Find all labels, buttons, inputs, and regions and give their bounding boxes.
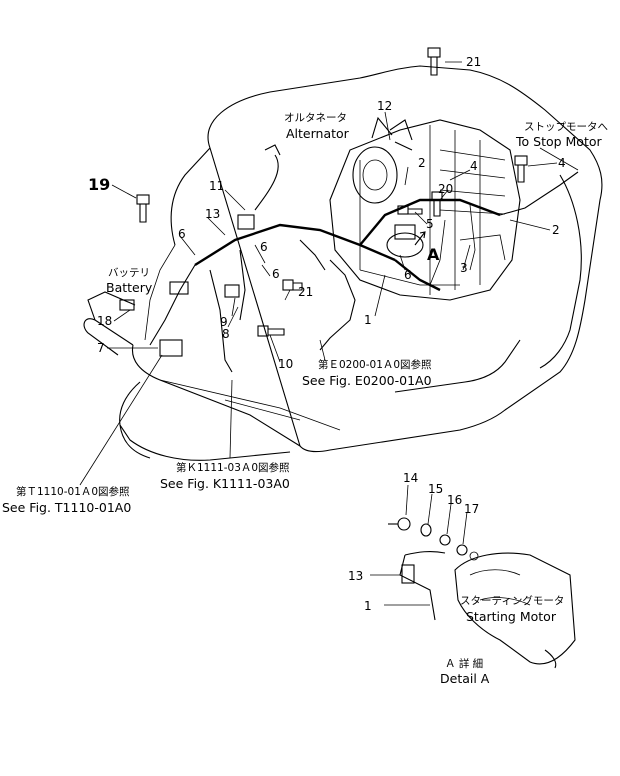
callout-21-top: 21 bbox=[466, 55, 481, 69]
callout-2-right: 2 bbox=[552, 223, 560, 237]
callout-4-left: 4 bbox=[470, 159, 478, 173]
stop-motor-label-en: To Stop Motor bbox=[515, 134, 603, 149]
machine-body-outline bbox=[83, 65, 603, 461]
callout-15: 15 bbox=[428, 482, 443, 496]
callout-1: 1 bbox=[364, 313, 372, 327]
text-labels: オルタネータ Alternator ストップモータへ To Stop Motor… bbox=[2, 112, 608, 686]
bolts bbox=[136, 47, 528, 337]
callout-18: 18 bbox=[97, 314, 112, 328]
callout-13: 13 bbox=[205, 207, 220, 221]
stop-motor-label-jp: ストップモータへ bbox=[524, 121, 608, 133]
battery-label-jp: バッテリ bbox=[108, 267, 150, 279]
callout-A: A bbox=[427, 245, 440, 264]
wiring-harness bbox=[119, 144, 579, 373]
callout-17: 17 bbox=[464, 502, 479, 516]
callout-8: 8 bbox=[222, 327, 230, 341]
callout-11: 11 bbox=[209, 179, 224, 193]
detail-label-jp: Ａ 詳 細 bbox=[445, 657, 483, 670]
callout-2-upper: 2 bbox=[418, 156, 426, 170]
callout-21-lower: 21 bbox=[298, 285, 313, 299]
callout-4-right: 4 bbox=[558, 156, 566, 170]
callout-6-mid: 6 bbox=[260, 240, 268, 254]
callout-1-detail: 1 bbox=[364, 599, 372, 613]
ref-k-label-jp: 第Ｋ1111-03Ａ0図参照 bbox=[176, 461, 290, 474]
alternator-label-jp: オルタネータ bbox=[284, 112, 347, 124]
callout-16: 16 bbox=[447, 493, 462, 507]
callout-6-left: 6 bbox=[178, 227, 186, 241]
starting-motor-label-en: Starting Motor bbox=[466, 609, 557, 624]
ref-t-label-en: See Fig. T1110-01A0 bbox=[2, 500, 131, 515]
alternator-label-en: Alternator bbox=[286, 126, 350, 141]
callout-10: 10 bbox=[278, 357, 293, 371]
ref-e-label-en: See Fig. E0200-01A0 bbox=[302, 373, 432, 388]
callout-6-engine: 6 bbox=[404, 268, 412, 282]
callout-14: 14 bbox=[403, 471, 418, 485]
callout-19: 19 bbox=[88, 175, 110, 194]
callout-3: 3 bbox=[460, 261, 468, 275]
ref-k-label-en: See Fig. K1111-03A0 bbox=[160, 476, 290, 491]
detail-label-en: Detail A bbox=[440, 671, 490, 686]
ref-t-label-jp: 第Ｔ1110-01Ａ0図参照 bbox=[16, 485, 130, 498]
detail-a-drawing bbox=[388, 517, 576, 669]
callout-20: 20 bbox=[438, 182, 453, 196]
callout-numbers: 21 19 12 2 4 4 20 5 2 A 6 3 1 11 13 6 6 … bbox=[88, 55, 566, 613]
ref-e-label-jp: 第Ｅ0200-01Ａ0図参照 bbox=[318, 358, 432, 371]
callout-7: 7 bbox=[97, 341, 105, 355]
callout-6-center: 6 bbox=[272, 267, 280, 281]
callout-5: 5 bbox=[426, 217, 434, 231]
leader-lines bbox=[79, 61, 579, 606]
callout-9: 9 bbox=[220, 315, 228, 329]
callout-13-detail: 13 bbox=[348, 569, 363, 583]
callout-12: 12 bbox=[377, 99, 392, 113]
battery-label-en: Battery bbox=[106, 280, 153, 295]
starting-motor-label-jp: スターティングモータ bbox=[460, 594, 564, 607]
engine-block bbox=[329, 116, 521, 301]
